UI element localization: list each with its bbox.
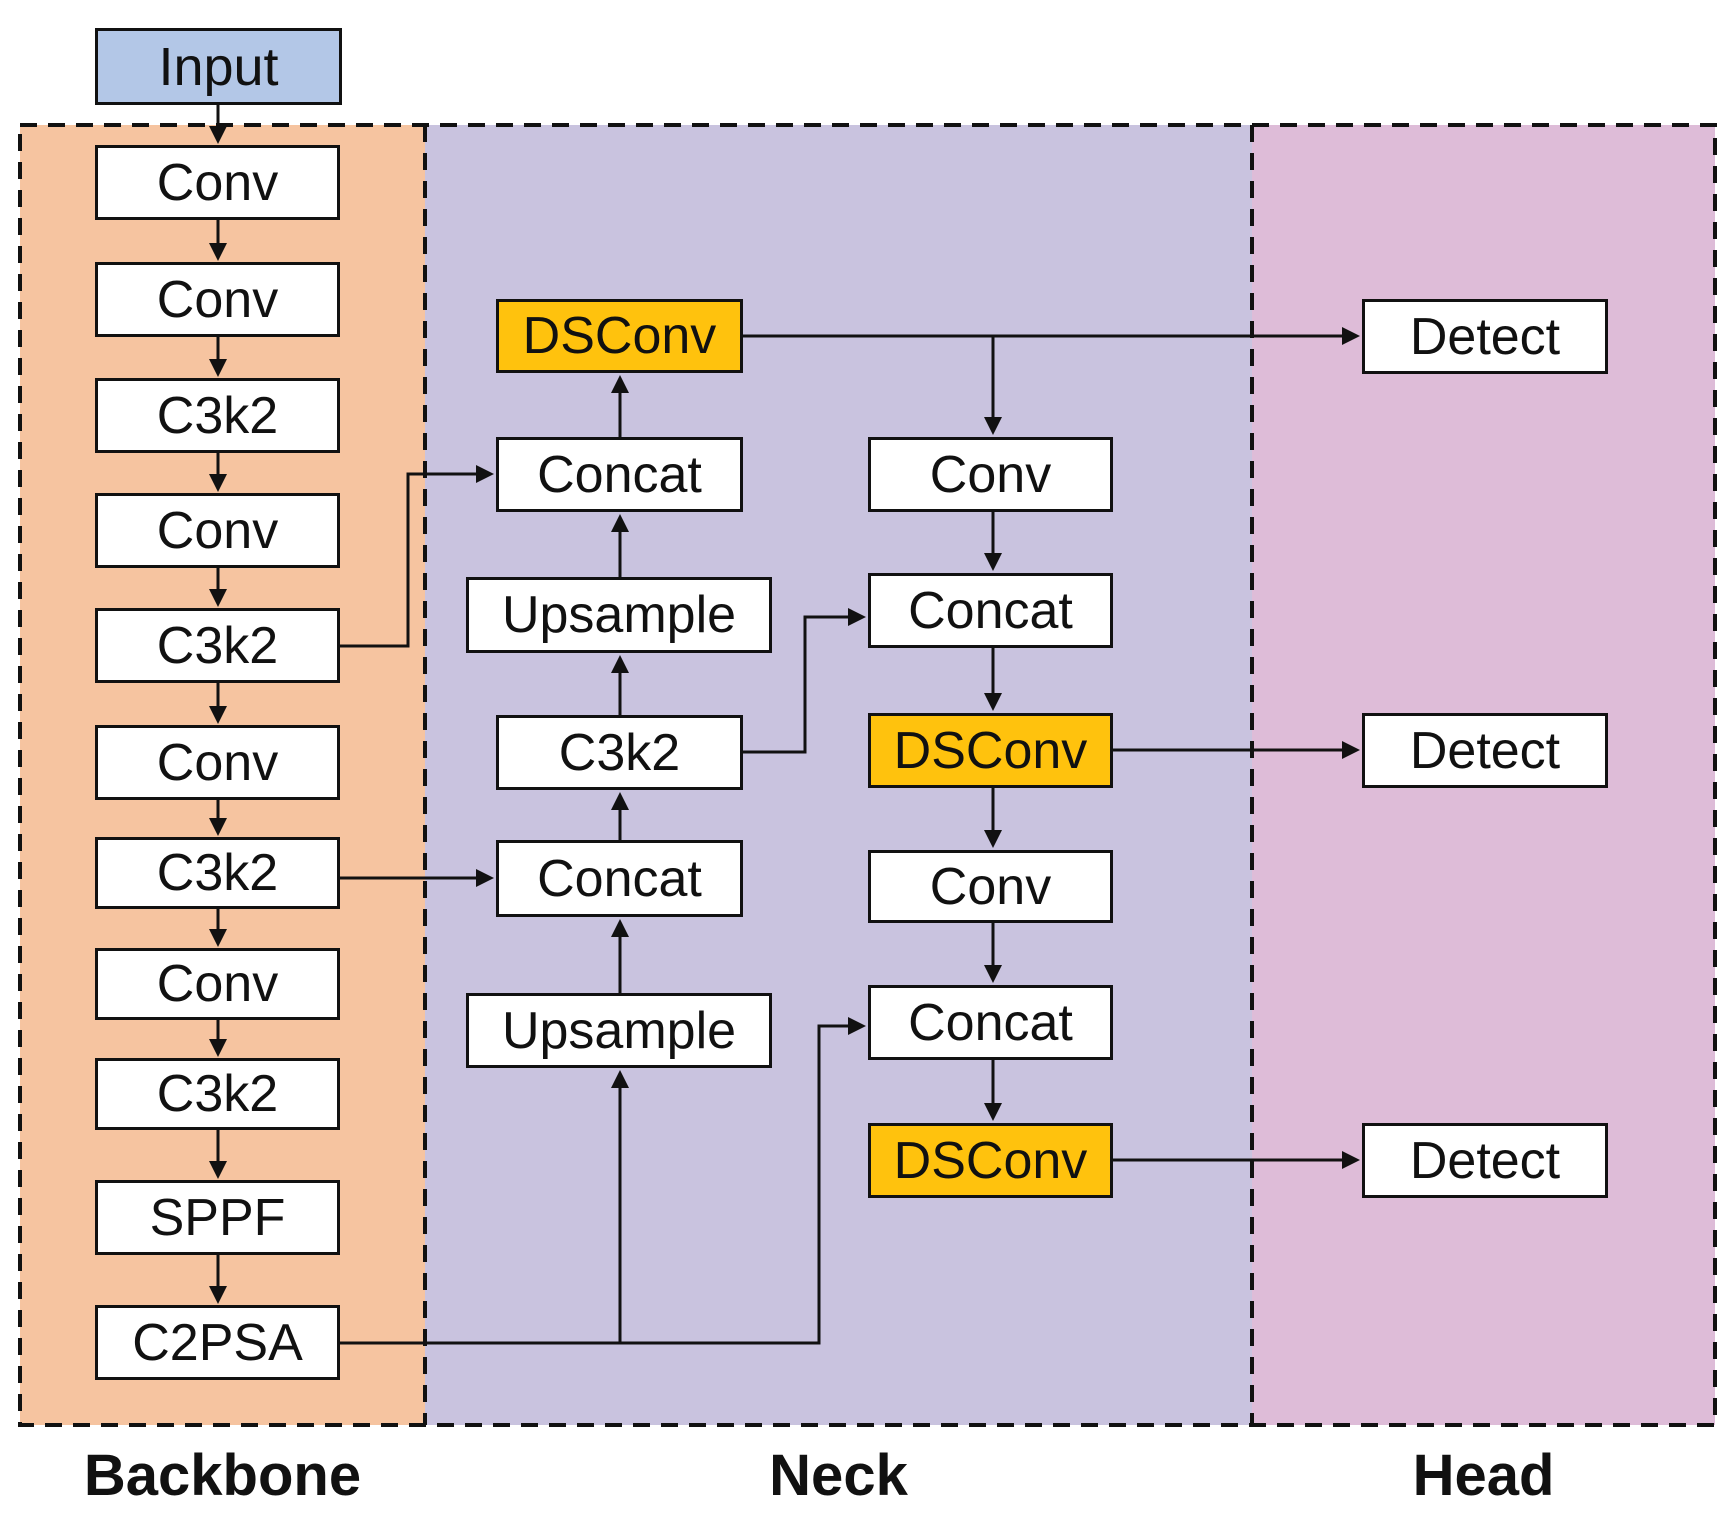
node-backbone-c2psa: C2PSA — [95, 1305, 340, 1380]
node-backbone-c3k2-1: C3k2 — [95, 378, 340, 453]
connector-c3k2mid-concatr1 — [743, 608, 866, 754]
node-head-detect-2: Detect — [1362, 713, 1608, 788]
node-backbone-sppf: SPPF — [95, 1180, 340, 1255]
node-backbone-conv-4: Conv — [95, 725, 340, 800]
node-head-detect-1: Detect — [1362, 299, 1608, 374]
node-input: Input — [95, 28, 342, 105]
node-neck-concat-1: Concat — [496, 437, 743, 512]
node-neck-concat-2: Concat — [496, 840, 743, 917]
outer-dashed-border — [18, 123, 1717, 1427]
node-backbone-conv-1: Conv — [95, 145, 340, 220]
node-backbone-c3k2-2: C3k2 — [95, 608, 340, 683]
backbone-section-label: Backbone — [83, 1442, 362, 1508]
node-neck-dsconv-1: DSConv — [496, 299, 743, 373]
node-neck-conv-1: Conv — [868, 437, 1113, 512]
node-backbone-conv-5: Conv — [95, 948, 340, 1020]
node-neck-conv-2: Conv — [868, 850, 1113, 923]
node-neck-upsample-1: Upsample — [466, 577, 772, 653]
node-neck-dsconv-3: DSConv — [868, 1123, 1113, 1198]
node-neck-concat-4: Concat — [868, 985, 1113, 1060]
neck-section-label: Neck — [769, 1442, 908, 1508]
connector-c2psa-concatr2 — [340, 1017, 866, 1345]
node-neck-dsconv-2: DSConv — [868, 713, 1113, 788]
node-neck-c3k2: C3k2 — [496, 715, 743, 790]
node-backbone-conv-3: Conv — [95, 493, 340, 568]
node-neck-upsample-2: Upsample — [466, 993, 772, 1068]
node-head-detect-3: Detect — [1362, 1123, 1608, 1198]
connector-c3k2b-concat1 — [340, 465, 494, 648]
node-backbone-c3k2-3: C3k2 — [95, 837, 340, 909]
node-neck-concat-3: Concat — [868, 573, 1113, 648]
head-section-label: Head — [1412, 1442, 1555, 1508]
node-backbone-conv-2: Conv — [95, 262, 340, 337]
node-backbone-c3k2-4: C3k2 — [95, 1058, 340, 1130]
